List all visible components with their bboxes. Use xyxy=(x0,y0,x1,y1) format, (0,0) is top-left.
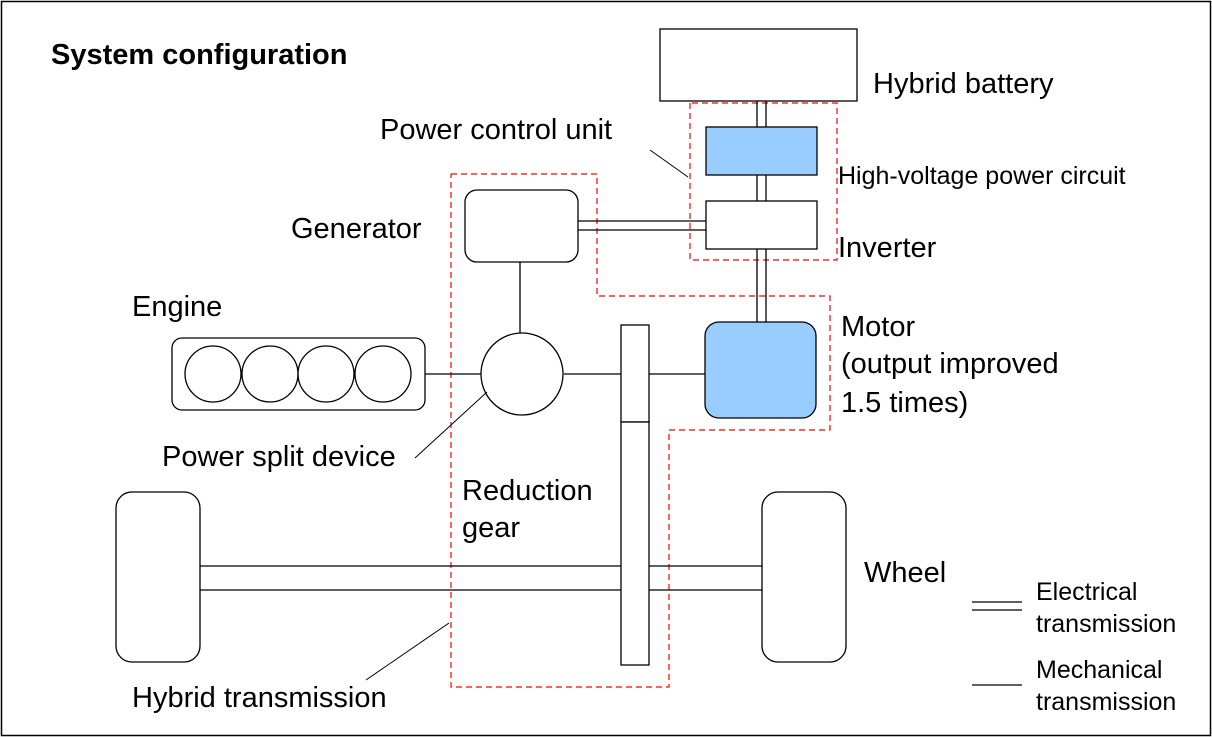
engine-cylinder xyxy=(184,345,242,403)
reduction-gear-label: Reduction xyxy=(462,475,593,507)
reduction-gear-lower xyxy=(620,421,650,666)
power-split-device-label: Power split device xyxy=(162,441,396,473)
wheel-right xyxy=(761,491,847,663)
hybrid-battery-box xyxy=(659,28,858,102)
hybrid-transmission-label: Hybrid transmission xyxy=(132,682,387,714)
motor-label-output: (output improved xyxy=(841,348,1059,380)
engine-cylinder xyxy=(241,345,299,403)
power-control-unit-boundary xyxy=(689,102,838,261)
reduction-gear-label-line2: gear xyxy=(462,512,520,544)
motor-label-times: 1.5 times) xyxy=(841,387,968,419)
high-voltage-power-circuit-box xyxy=(705,126,818,176)
hybrid-battery-label: Hybrid battery xyxy=(873,68,1054,100)
electrical-links xyxy=(578,101,767,322)
generator-label: Generator xyxy=(291,213,422,245)
motor-box xyxy=(704,321,817,419)
leader-lines xyxy=(365,149,689,681)
page-title: System configuration xyxy=(51,39,348,71)
inverter-label: Inverter xyxy=(838,232,937,264)
motor-label: Motor xyxy=(841,311,915,343)
legend-electrical-label: Electrical xyxy=(1036,578,1137,606)
legend: Electrical transmission Mechanical trans… xyxy=(972,578,1176,716)
wheel-label: Wheel xyxy=(864,557,946,589)
mechanical-links xyxy=(200,262,762,591)
engine-label: Engine xyxy=(132,291,222,323)
reduction-gear-upper xyxy=(620,324,650,423)
wheel-left xyxy=(115,491,201,663)
legend-mechanical-label-line2: transmission xyxy=(1036,688,1176,716)
engine-cylinder xyxy=(297,345,355,403)
legend-mechanical-label: Mechanical xyxy=(1036,656,1162,684)
engine-cylinder xyxy=(354,345,412,403)
power-control-unit-label: Power control unit xyxy=(380,114,612,146)
power-split-device xyxy=(480,332,564,416)
hybrid-transmission-boundary xyxy=(450,173,831,688)
reduction-gear xyxy=(620,324,650,666)
legend-electrical-symbol xyxy=(972,601,1022,611)
generator-box xyxy=(464,189,579,263)
high-voltage-power-circuit-label: High-voltage power circuit xyxy=(838,162,1126,190)
inverter-box xyxy=(705,200,818,250)
legend-electrical-label-line2: transmission xyxy=(1036,610,1176,638)
engine xyxy=(171,337,426,411)
